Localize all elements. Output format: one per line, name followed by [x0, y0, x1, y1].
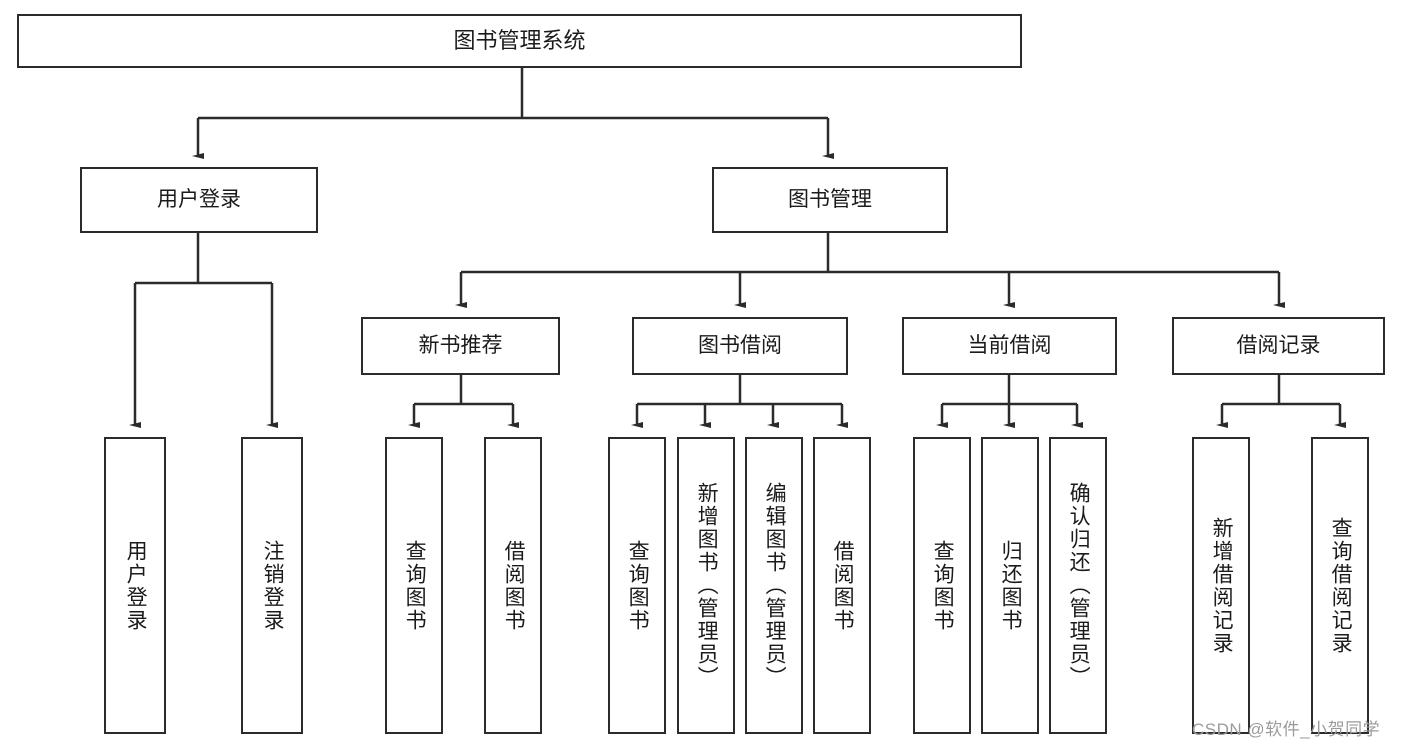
node-book-management-label: 图书管理 [788, 187, 872, 211]
leaf-label: 查询借阅记录 [1329, 516, 1353, 655]
leaf-label: 查询图书 [931, 539, 955, 632]
leaf-user-login-logout[interactable]: 注销登录 [241, 437, 303, 734]
node-borrow-record-label: 借阅记录 [1236, 333, 1321, 357]
node-book-borrow[interactable]: 图书借阅 [632, 317, 848, 375]
leaf-current-confirm-return-admin[interactable]: 确认归还（管理员） [1049, 437, 1107, 734]
leaf-current-return-book[interactable]: 归还图书 [981, 437, 1039, 734]
node-current-borrow[interactable]: 当前借阅 [902, 317, 1117, 375]
leaf-label: 用户登录 [124, 539, 148, 632]
node-new-book-recommend-label: 新书推荐 [418, 333, 503, 357]
leaf-record-query-record[interactable]: 查询借阅记录 [1311, 437, 1369, 734]
leaf-borrow-query-book[interactable]: 查询图书 [608, 437, 666, 734]
leaf-label: 注销登录 [261, 539, 285, 632]
leaf-label: 借阅图书 [831, 539, 855, 632]
leaf-borrow-edit-book-admin[interactable]: 编辑图书（管理员） [745, 437, 803, 734]
leaf-new-book-query[interactable]: 查询图书 [385, 437, 443, 734]
leaf-current-query-book[interactable]: 查询图书 [913, 437, 971, 734]
node-current-borrow-label: 当前借阅 [967, 333, 1052, 357]
leaf-label: 查询图书 [403, 539, 427, 632]
node-book-borrow-label: 图书借阅 [698, 333, 782, 357]
leaf-label: 查询图书 [626, 539, 650, 632]
leaf-record-add-record[interactable]: 新增借阅记录 [1192, 437, 1250, 734]
leaf-borrow-add-book-admin[interactable]: 新增图书（管理员） [677, 437, 735, 734]
node-user-login-label: 用户登录 [157, 187, 241, 211]
leaf-user-login-login[interactable]: 用户登录 [104, 437, 166, 734]
node-book-management[interactable]: 图书管理 [712, 167, 948, 233]
leaf-label: 借阅图书 [502, 539, 526, 632]
leaf-label: 新增借阅记录 [1210, 516, 1234, 655]
leaf-new-book-borrow[interactable]: 借阅图书 [484, 437, 542, 734]
node-new-book-recommend[interactable]: 新书推荐 [361, 317, 560, 375]
node-user-login[interactable]: 用户登录 [80, 167, 318, 233]
leaf-label: 编辑图书（管理员） [763, 482, 787, 689]
leaf-label: 新增图书（管理员） [695, 482, 719, 689]
leaf-label: 归还图书 [999, 539, 1023, 632]
leaf-borrow-borrow-book[interactable]: 借阅图书 [813, 437, 871, 734]
node-borrow-record[interactable]: 借阅记录 [1172, 317, 1385, 375]
node-root[interactable]: 图书管理系统 [17, 14, 1022, 68]
watermark: CSDN @软件_小贺同学 [1192, 720, 1381, 739]
node-root-label: 图书管理系统 [453, 28, 586, 54]
leaf-label: 确认归还（管理员） [1067, 482, 1091, 689]
